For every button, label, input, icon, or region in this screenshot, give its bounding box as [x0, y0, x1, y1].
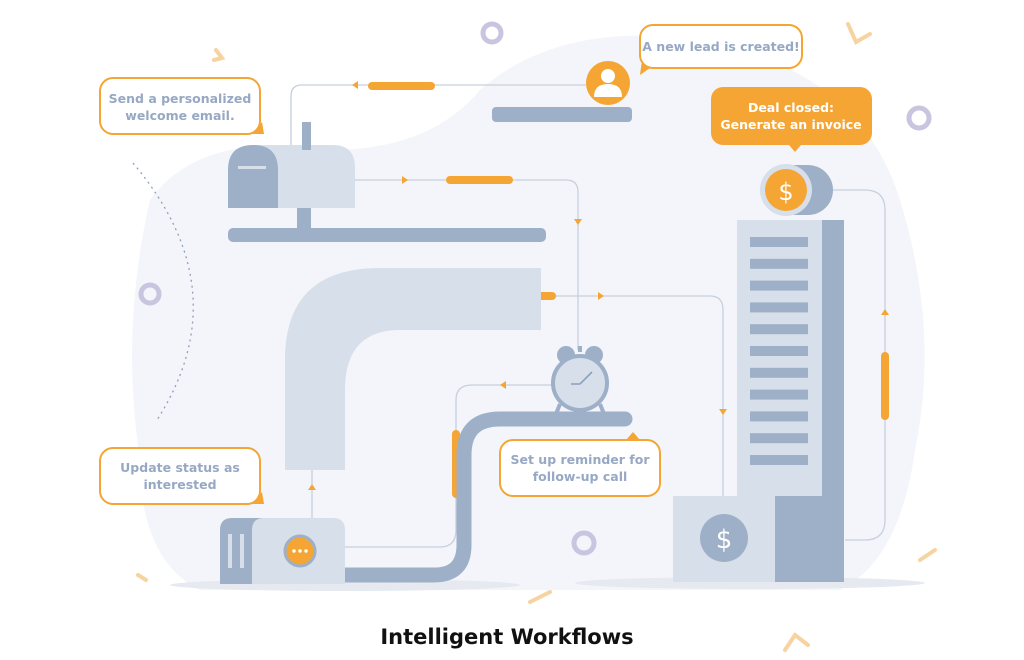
dotted-arc [132, 162, 194, 421]
building-window [750, 367, 808, 378]
arrow-up-icon [881, 309, 889, 315]
building-window [750, 411, 808, 422]
deal-bubble: Deal closed: Generate an invoice [711, 87, 872, 152]
arrow-down-icon [719, 409, 727, 415]
building-window [750, 258, 808, 269]
reminder-bubble-text: Set up reminder for [511, 452, 651, 467]
deal-bubble-text: Generate an invoice [720, 117, 861, 132]
decorative-chevrons [136, 22, 937, 652]
status-bubble: Update status as interested [99, 447, 264, 505]
lead-bubble-text: A new lead is created! [642, 39, 799, 54]
reminder-bubble-text: follow-up call [533, 469, 628, 484]
pipe [285, 268, 541, 470]
arrow-down-icon [574, 219, 582, 225]
building-window [750, 346, 808, 356]
mailbox-shelf [228, 228, 546, 242]
arrow-left-icon [352, 81, 358, 89]
building-window [750, 237, 808, 247]
email-bubble-text: welcome email. [125, 108, 234, 123]
reminder-bubble: Set up reminder for follow-up call [499, 432, 661, 497]
invoice-building: $ [673, 220, 844, 582]
status-bubble-text: Update status as [120, 460, 240, 475]
reminder-track [337, 411, 633, 583]
arrow-right-icon [402, 176, 408, 184]
lead-bubble: A new lead is created! [639, 24, 803, 75]
dollar-icon [700, 514, 748, 562]
building-window [750, 280, 808, 291]
page-title: Intelligent Workflows [380, 625, 633, 649]
arrow-up-icon [308, 484, 316, 490]
person-icon [586, 61, 630, 105]
coin-dollar-symbol: $ [778, 178, 793, 206]
building-window [750, 433, 808, 444]
email-bubble: Send a personalized welcome email. [99, 77, 264, 135]
arrow-right-icon [598, 292, 604, 300]
alarm-clock-icon [551, 346, 609, 415]
building-window [750, 302, 808, 313]
coin-icon: $ [760, 164, 833, 216]
dollar-symbol: $ [716, 525, 733, 555]
status-bubble-text: interested [143, 477, 216, 492]
email-bubble-text: Send a personalized [109, 91, 252, 106]
mailbox-icon [228, 122, 355, 230]
status-device [220, 518, 345, 584]
decorative-rings [138, 21, 932, 556]
arrow-left-icon [500, 381, 506, 389]
building-window [750, 389, 808, 400]
building-window [750, 324, 808, 335]
building-window [750, 455, 808, 465]
lead-shelf [492, 107, 632, 122]
deal-bubble-text: Deal closed: [748, 100, 834, 115]
